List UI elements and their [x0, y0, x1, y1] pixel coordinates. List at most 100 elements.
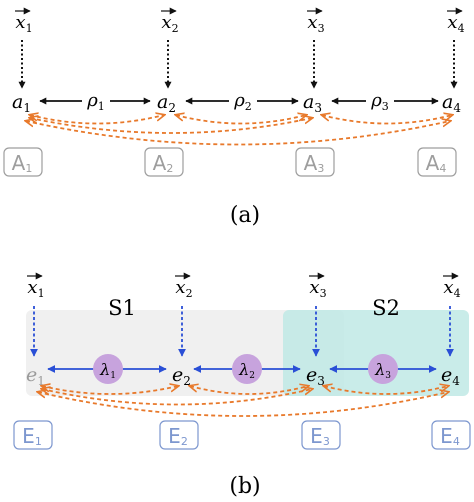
node-a2-sub: 2 — [168, 101, 176, 115]
lambda1-letter: λ — [99, 360, 110, 379]
edge-label-rho1: ρ1 — [86, 90, 105, 113]
box-e3-sub: 3 — [323, 435, 330, 448]
lambda3-letter: λ — [374, 360, 385, 379]
node-e3-letter: e — [306, 364, 317, 386]
svg-text:A3: A3 — [304, 151, 325, 175]
input-x1: x1 — [15, 7, 33, 35]
edge-label-rho3: ρ3 — [370, 90, 389, 113]
box-a1-letter: A — [12, 151, 26, 175]
lambda3-sub: 3 — [385, 371, 391, 381]
svg-text:x3: x3 — [309, 277, 326, 300]
rho2-letter: ρ — [233, 90, 245, 111]
node-a1-sub: 1 — [23, 101, 31, 115]
node-a1: a1 — [12, 91, 31, 115]
input-b-x1-letter: x — [27, 277, 37, 298]
svg-text:E4: E4 — [440, 424, 460, 448]
box-e3: E3 — [301, 420, 341, 450]
svg-text:E1: E1 — [22, 424, 42, 448]
rho3-sub: 3 — [382, 100, 389, 113]
input-b-x3-sub: 3 — [320, 287, 327, 300]
node-a4-letter: a — [442, 91, 453, 113]
svg-text:λ2: λ2 — [238, 360, 255, 381]
node-e1-sub: 1 — [37, 374, 45, 388]
input-x4-letter: x — [447, 12, 457, 33]
node-e3-sub: 3 — [317, 374, 325, 388]
input-b-x3-letter: x — [309, 277, 319, 298]
box-a3-sub: 3 — [317, 162, 324, 175]
input-b-x4-sub: 4 — [454, 287, 461, 300]
orange-arc-a1-a2 — [30, 115, 164, 125]
rho3-letter: ρ — [370, 90, 382, 111]
box-e4: E4 — [431, 420, 471, 450]
input-x1-sub: 1 — [26, 22, 33, 35]
box-e1-letter: E — [22, 424, 35, 448]
node-e2-letter: e — [172, 364, 183, 386]
box-a1: A1 — [3, 147, 43, 177]
group-s2-region — [283, 310, 469, 396]
box-a1-sub: 1 — [25, 162, 32, 175]
box-a2: A2 — [144, 147, 184, 177]
rho2-bg — [229, 88, 257, 110]
node-e4: e4 — [441, 364, 460, 388]
node-a4-sub: 4 — [453, 101, 461, 115]
svg-text:x2: x2 — [161, 12, 178, 35]
box-a4: A4 — [417, 147, 457, 177]
box-a4-letter: A — [426, 151, 440, 175]
lambda2-sub: 2 — [249, 371, 255, 381]
orange-arc-e3-e4 — [324, 386, 448, 395]
svg-text:λ1: λ1 — [99, 360, 116, 381]
svg-text:x1: x1 — [27, 277, 44, 300]
input-b-x4-letter: x — [443, 277, 453, 298]
box-a3: A3 — [295, 147, 335, 177]
edge-label-rho2: ρ2 — [233, 90, 252, 113]
lambda2-letter: λ — [238, 360, 249, 379]
box-e2-sub: 2 — [181, 435, 188, 448]
node-e4-sub: 4 — [452, 374, 460, 388]
input-x2-letter: x — [161, 12, 171, 33]
rho1-letter: ρ — [86, 90, 98, 111]
node-a2: a2 — [157, 91, 176, 115]
input-x4: x4 — [447, 7, 465, 35]
box-e2: E2 — [159, 420, 199, 450]
edge-label-lambda3: λ3 — [368, 354, 398, 384]
box-e4-letter: E — [440, 424, 453, 448]
node-a3-sub: 3 — [314, 101, 322, 115]
node-e1: e1 — [26, 364, 45, 388]
input-b-x2-sub: 2 — [186, 287, 193, 300]
box-a3-letter: A — [304, 151, 318, 175]
svg-text:x4: x4 — [447, 12, 464, 35]
box-e4-sub: 4 — [453, 435, 460, 448]
box-a4-sub: 4 — [439, 162, 446, 175]
node-e1-letter: e — [26, 364, 37, 386]
edge-label-lambda2: λ2 — [232, 354, 262, 384]
svg-text:x4: x4 — [443, 277, 460, 300]
node-e3: e3 — [306, 364, 325, 388]
node-a1-letter: a — [12, 91, 23, 113]
caption-a: (a) — [230, 203, 260, 228]
panel-a: x1 x2 x3 x4 a1 a2 a3 a4 ρ1 — [3, 7, 465, 228]
node-e2-sub: 2 — [183, 374, 191, 388]
input-b-x3: x3 — [309, 272, 327, 300]
group-label-s2: S2 — [372, 296, 400, 320]
box-e2-letter: E — [168, 424, 181, 448]
orange-arc-a1-a3 — [30, 118, 312, 134]
box-e1: E1 — [13, 420, 53, 450]
svg-text:x1: x1 — [15, 12, 32, 35]
svg-text:λ3: λ3 — [374, 360, 391, 381]
orange-arc-a2-a3 — [176, 115, 306, 125]
svg-text:A4: A4 — [426, 151, 447, 175]
svg-text:A2: A2 — [153, 151, 174, 175]
svg-text:E3: E3 — [310, 424, 330, 448]
rho3-bg — [366, 88, 394, 110]
orange-arc-a1-a4 — [26, 121, 450, 146]
rho2-sub: 2 — [245, 100, 252, 113]
input-x3-letter: x — [307, 12, 317, 33]
input-x1-letter: x — [15, 12, 25, 33]
input-b-x1-sub: 1 — [38, 287, 45, 300]
orange-arc-a3-a4 — [322, 115, 452, 125]
svg-text:E2: E2 — [168, 424, 188, 448]
node-a3-letter: a — [303, 91, 314, 113]
edge-label-lambda1: λ1 — [93, 354, 123, 384]
node-e4-letter: e — [441, 364, 452, 386]
node-e2: e2 — [172, 364, 191, 388]
